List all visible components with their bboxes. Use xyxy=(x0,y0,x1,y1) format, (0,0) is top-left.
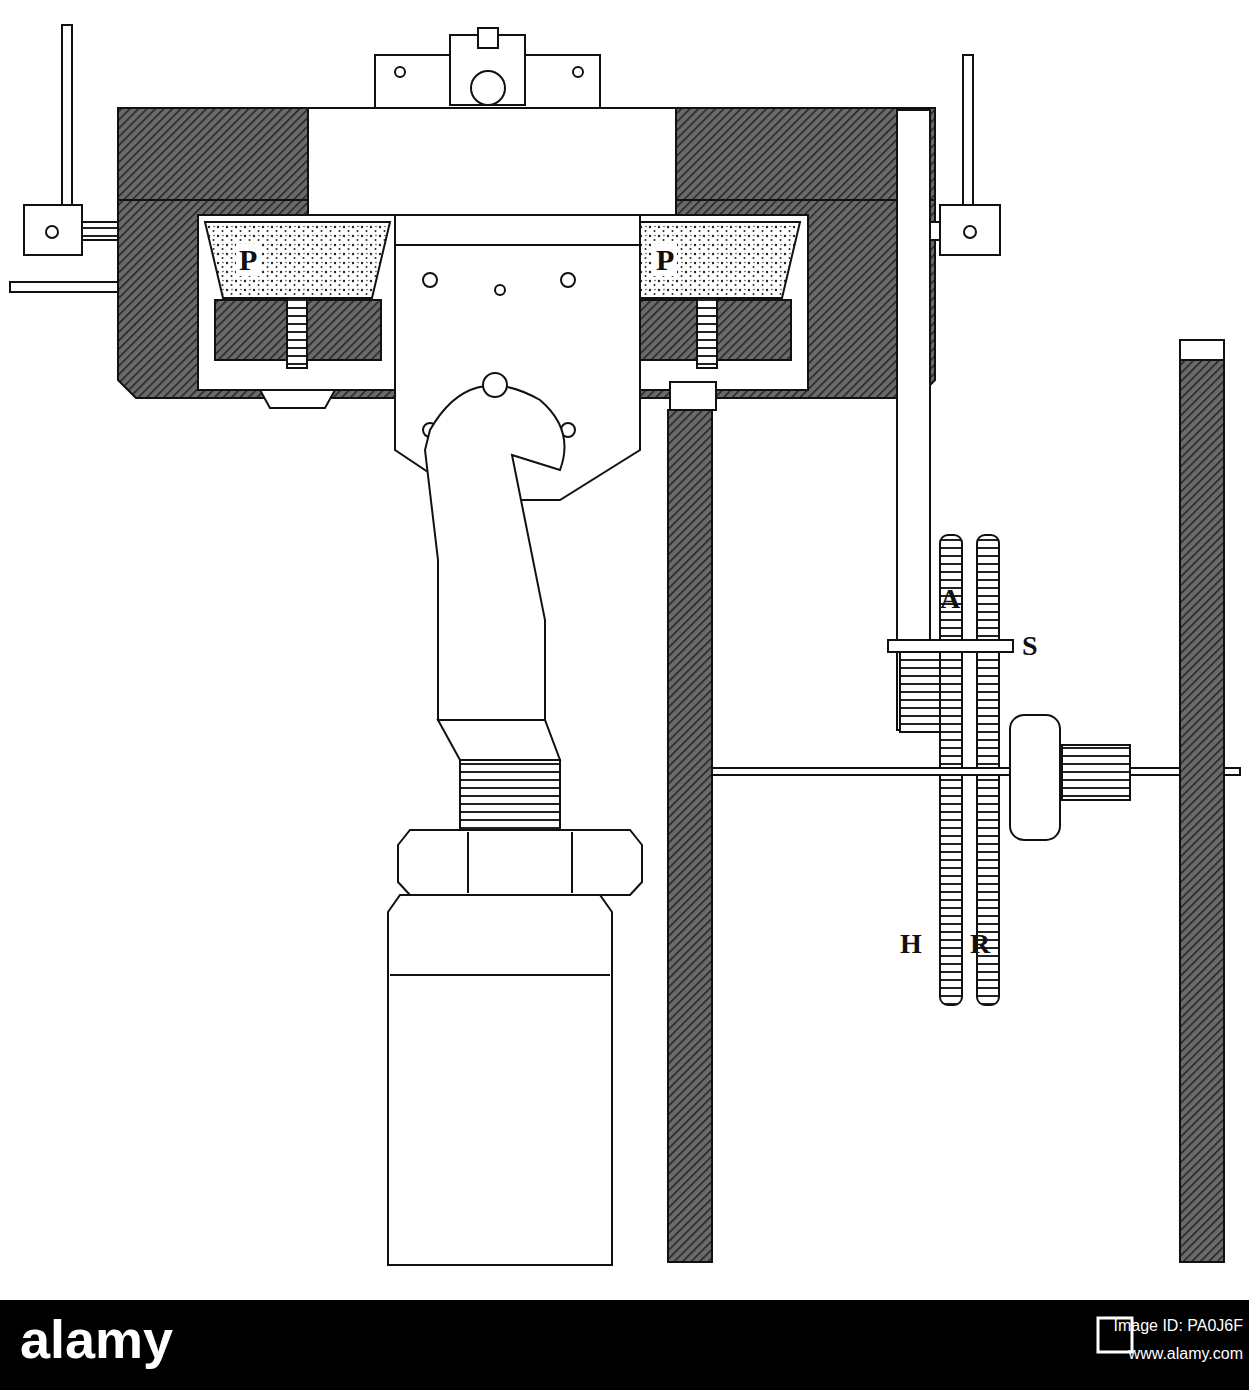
part-label: P xyxy=(236,244,260,276)
part-label: P xyxy=(653,244,677,276)
watermark: Image ID: PA0J6F xyxy=(1113,1318,1243,1334)
part-label: A xyxy=(940,585,960,613)
part-label: S xyxy=(1022,632,1038,660)
part-label: R xyxy=(970,930,990,958)
watermark: alamy xyxy=(20,1312,173,1366)
footer-bar xyxy=(0,1300,1249,1390)
part-label: H xyxy=(900,930,922,958)
watermark: www.alamy.com xyxy=(1129,1346,1243,1362)
